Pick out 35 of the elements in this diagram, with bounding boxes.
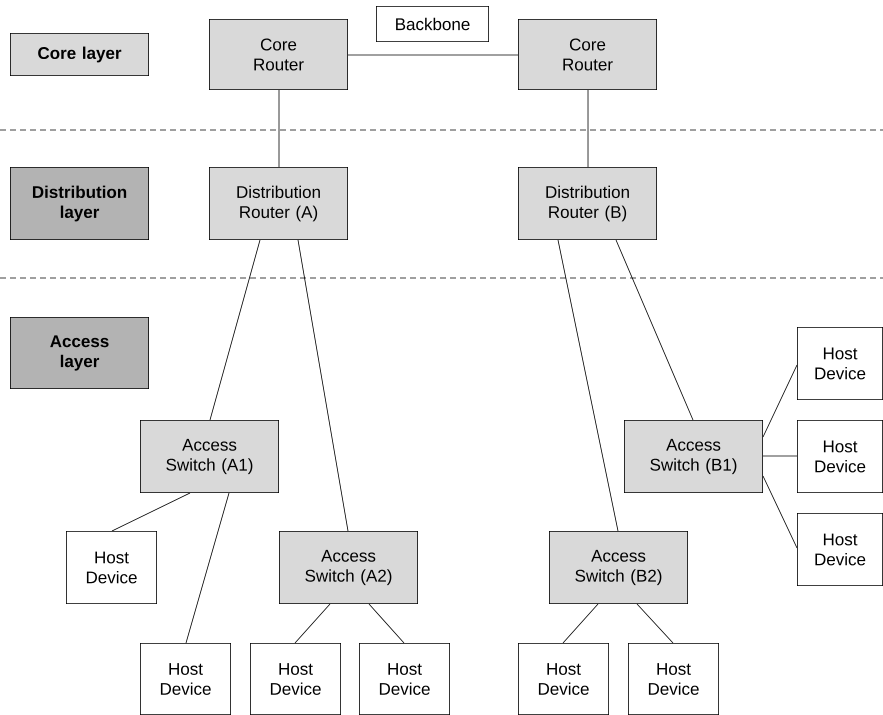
host-device-box: Host Device [628,643,719,715]
host-device-box: Host Device [797,327,883,400]
connector-line [616,240,694,420]
switch-box: Access Switch (A1) [140,420,279,493]
layer-label-box: Core layer [10,33,149,76]
layer-label-box: Access layer [10,317,149,389]
connector-line [348,54,518,56]
switch-box: Access Switch (A2) [279,531,418,604]
connector-line [294,604,330,644]
connector-line [298,240,348,532]
router-box: Core Router [518,19,657,90]
backbone-label-box: Backbone [376,6,489,42]
host-device-box: Host Device [140,643,231,715]
connector-line [368,604,404,644]
host-device-box: Host Device [797,420,883,493]
connector-line [558,240,618,532]
connector-line [210,240,260,420]
router-box: Distribution Router (A) [209,167,348,240]
host-device-box: Host Device [250,643,341,715]
host-device-box: Host Device [66,531,157,604]
connector-line [562,604,598,644]
connector-line [278,90,280,168]
connector-line [636,604,674,644]
connector-line [762,364,798,438]
host-device-box: Host Device [359,643,450,715]
switch-box: Access Switch (B2) [549,531,688,604]
router-box: Core Router [209,19,348,90]
switch-box: Access Switch (B1) [624,420,763,493]
connector-line [762,476,798,548]
host-device-box: Host Device [518,643,609,715]
connector-line [186,492,230,644]
layer-label-box: Distribution layer [10,167,149,240]
router-box: Distribution Router (B) [518,167,657,240]
connector-line [112,492,190,532]
host-device-box: Host Device [797,513,883,586]
